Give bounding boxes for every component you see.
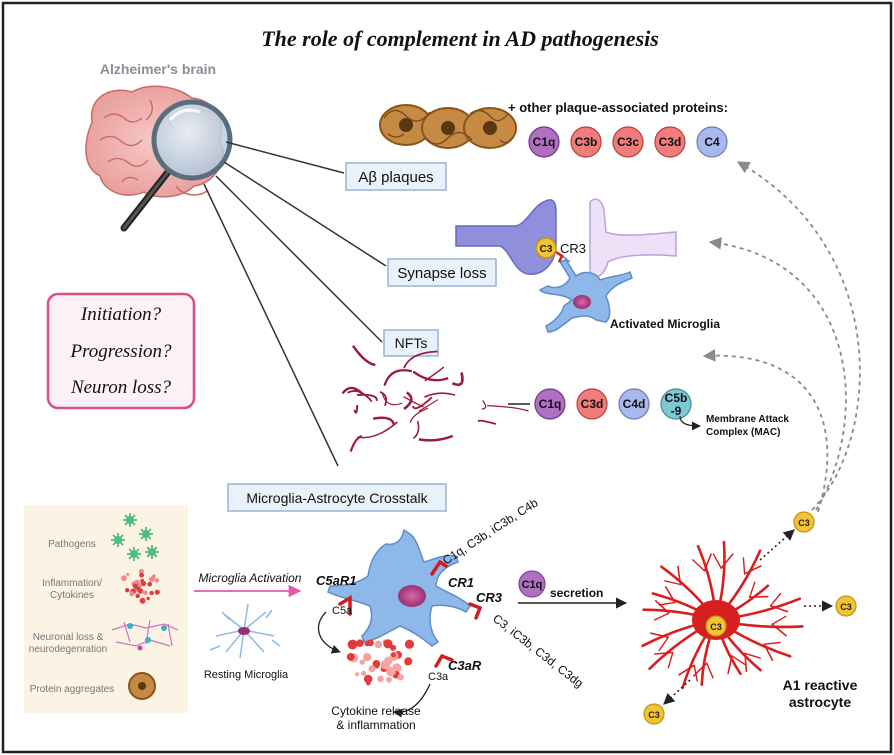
nft-proteins: C1q C3d C4d C5b-9 [534,388,692,420]
protein-node: C4 [696,126,728,158]
central-microglia-icon [327,528,471,647]
plaques-label: Aβ plaques [358,169,433,186]
c5a-feedback-arrow [317,611,341,654]
protein-node: C3d [576,388,608,420]
question-neuron-loss: Neuron loss? [70,377,172,398]
crosstalk-label: Microglia-Astrocyte Crosstalk [246,490,428,506]
synapse-icon [455,198,677,278]
neurofibrillary-tangles-icon [341,345,529,452]
secretion-label: secretion [550,586,603,600]
protein-node: C1q [528,126,560,158]
protein-label: C3b [575,135,598,149]
activated-microglia-label: Activated Microglia [610,317,720,331]
protein-label: C1q [533,135,556,149]
cytokine-release-label: Cytokine release& inflammation [331,704,421,732]
crosstalk-label-box: Microglia-Astrocyte Crosstalk [227,483,447,512]
other-proteins-label: + other plaque-associated proteins: [508,100,728,115]
amyloid-plaques-icon [379,104,517,149]
svg-text:C3: C3 [798,518,810,528]
c3-node-top: C3 [793,511,815,533]
protein-label: C3d [659,135,682,149]
protein-label: C4d [623,397,646,411]
astrocyte-c3-center: C3 [705,615,727,637]
c3-node-bottom: C3 [643,703,665,725]
protein-node: C4d [618,388,650,420]
protein-label: C3d [581,397,604,411]
plaque-proteins: C1q C3b C3c C3d C4 [528,126,728,158]
protein-label: C5b-9 [665,391,688,418]
svg-text:C3: C3 [710,622,722,632]
question-initiation: Initiation? [80,304,162,325]
plaques-label-box: Aβ plaques [345,162,447,191]
c3-node-right: C3 [835,595,857,617]
c3-dotted-arrows [663,529,834,705]
c3a-feedback-arrow [393,683,431,718]
protein-label: C1q [539,397,562,411]
c3a-label: C3a [428,671,449,683]
receptor-markers [338,559,483,668]
protein-node: C1q [534,388,566,420]
nfts-label: NFTs [395,335,428,351]
cytokine-release-icon [346,639,415,686]
svg-text:C3: C3 [840,602,852,612]
figure-title: The role of complement in AD pathogenesi… [261,26,659,51]
protein-node: C5b-9 [660,388,692,420]
cr3-receptor-label: CR3 [476,590,503,605]
svg-text:C3: C3 [540,244,553,255]
c3-cr3-binding: C3 CR3 [535,237,586,263]
protein-label: C4 [704,135,720,149]
microglia-activation-label: Microglia Activation [199,571,302,585]
mac-label-line2: Complex (MAC) [706,427,780,438]
trigger-protein-aggregates: Protein aggregates [30,684,115,695]
mac-label-line1: Membrane Attack [706,414,789,425]
synapse-label-box: Synapse loss [387,258,497,287]
protein-node: C3d [654,126,686,158]
activated-microglia-icon [538,253,633,333]
neuron-network-icon [111,619,179,651]
c3-feedback-dashed-arrows [702,161,861,513]
brain-label: Alzheimer's brain [100,61,216,77]
resting-microglia-label: Resting Microglia [204,669,289,681]
protein-aggregate-icon [128,672,156,700]
synapse-label: Synapse loss [397,265,486,282]
questions-box: Initiation? Progression? Neuron loss? [46,292,196,410]
protein-node: C3b [570,126,602,158]
resting-microglia-icon [209,603,281,659]
c1q-secretion-node: C1q [518,570,546,598]
cr3-label: CR3 [560,241,586,256]
c5a-label: C5a [332,605,353,617]
question-progression: Progression? [70,341,172,362]
pathogen-icons [111,513,159,561]
c5ar1-label: C5aR1 [316,573,356,588]
protein-label: C3c [617,135,639,149]
c3ar-label: C3aR [448,658,482,673]
trigger-inflammation: Inflammation/Cytokines [42,578,102,601]
cytokine-icons [121,568,160,604]
svg-text:C3: C3 [648,710,660,720]
trigger-neuronal-loss: Neuronal loss &neurodegenration [29,632,107,655]
cr1-label: CR1 [448,575,474,590]
svg-text:C1q: C1q [522,579,543,591]
brain-connector-lines [203,141,387,467]
trigger-pathogens: Pathogens [48,539,96,550]
trigger-panel [24,505,188,713]
protein-node: C3c [612,126,644,158]
magnifying-glass-icon [120,99,233,232]
mac-arrow [679,415,701,431]
